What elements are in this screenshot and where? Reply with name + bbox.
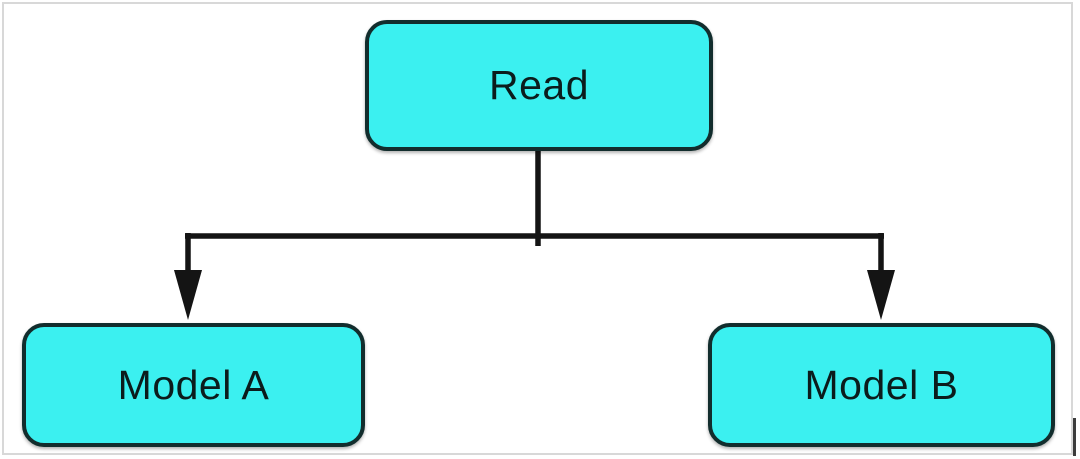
arrowhead-model-a — [174, 270, 202, 320]
node-model-a-label: Model A — [117, 361, 270, 408]
node-read-label: Read — [488, 62, 589, 108]
node-model-a: Model A — [22, 323, 365, 447]
node-read: Read — [365, 20, 713, 151]
node-model-b-label: Model B — [804, 361, 959, 408]
node-model-b: Model B — [708, 323, 1055, 447]
right-edge-artifact-mark — [1073, 418, 1076, 456]
arrowhead-model-b — [867, 270, 895, 320]
